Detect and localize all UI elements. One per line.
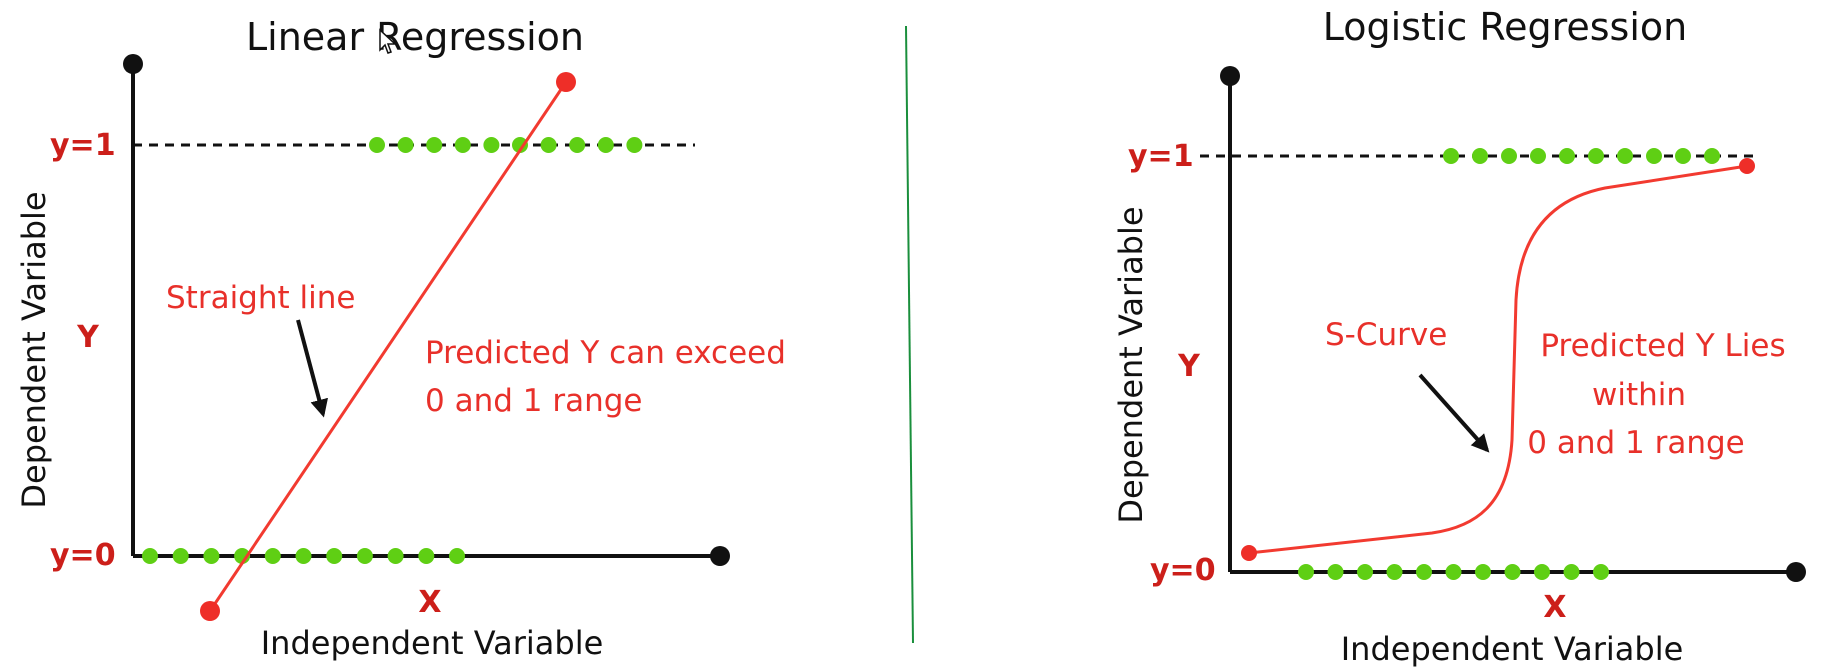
linear-y1-data-points xyxy=(369,137,643,153)
linear-y-axis-title: Dependent Variable xyxy=(15,191,53,508)
logistic-y0-data-point xyxy=(1416,564,1432,580)
logistic-y0-label: y=0 xyxy=(1150,553,1216,588)
linear-y1-data-point xyxy=(569,137,586,153)
linear-y0-data-points xyxy=(142,548,465,564)
logistic-y1-data-point xyxy=(1617,148,1633,164)
linear-line-end-point xyxy=(556,72,576,92)
mouse-cursor-icon xyxy=(379,28,397,54)
linear-regression-panel: Linear Regression y=1 y=0 Y X Dependent … xyxy=(15,15,786,662)
logistic-y0-data-points xyxy=(1298,564,1609,580)
linear-y0-data-point xyxy=(264,548,281,564)
linear-y1-data-point xyxy=(626,137,643,153)
linear-y0-data-point xyxy=(449,548,465,564)
linear-y1-label: y=1 xyxy=(50,128,116,163)
linear-y1-data-point xyxy=(540,137,557,153)
logistic-y1-data-point xyxy=(1559,148,1575,164)
logistic-title: Logistic Regression xyxy=(1323,5,1688,49)
logistic-curve-end-point xyxy=(1739,158,1755,174)
linear-note-line1: Predicted Y can exceed xyxy=(425,335,786,371)
logistic-y1-data-point xyxy=(1472,148,1488,164)
linear-y0-label: y=0 xyxy=(50,538,116,573)
linear-y0-data-point xyxy=(203,548,220,564)
logistic-y1-data-point xyxy=(1530,148,1546,164)
linear-x-label: X xyxy=(418,585,441,620)
linear-y1-data-point xyxy=(397,137,414,153)
logistic-note-line1: Predicted Y Lies xyxy=(1540,328,1785,364)
logistic-y-axis-end xyxy=(1220,66,1240,86)
linear-y0-data-point xyxy=(387,548,404,564)
linear-line-start-point xyxy=(200,601,220,621)
logistic-y0-data-point xyxy=(1534,564,1550,580)
logistic-y1-data-point xyxy=(1588,148,1604,164)
linear-title: Linear Regression xyxy=(246,15,584,59)
linear-x-axis-end xyxy=(710,546,730,566)
logistic-x-axis-end xyxy=(1786,562,1806,582)
logistic-x-label: X xyxy=(1543,590,1566,625)
logistic-x-axis-title: Independent Variable xyxy=(1341,630,1684,668)
linear-x-axis-title: Independent Variable xyxy=(261,624,604,662)
logistic-y-label: Y xyxy=(1177,349,1201,384)
logistic-y1-data-point xyxy=(1646,148,1662,164)
logistic-y0-data-point xyxy=(1445,564,1462,580)
linear-y1-data-point xyxy=(369,137,385,153)
linear-y1-data-point xyxy=(597,137,614,153)
logistic-y0-data-point xyxy=(1563,564,1580,580)
logistic-y1-data-point xyxy=(1443,148,1459,164)
linear-y0-data-point xyxy=(326,548,343,564)
linear-y0-data-point xyxy=(356,548,373,564)
logistic-y0-data-point xyxy=(1593,564,1609,580)
logistic-curve-start-point xyxy=(1241,545,1257,561)
linear-note-line2: 0 and 1 range xyxy=(425,383,642,419)
logistic-arrow xyxy=(1418,373,1490,453)
logistic-y0-data-point xyxy=(1475,564,1491,580)
logistic-curve-label: S-Curve xyxy=(1325,317,1447,353)
linear-y0-data-point xyxy=(295,548,312,564)
logistic-y1-data-point xyxy=(1704,148,1720,164)
logistic-note-line3: 0 and 1 range xyxy=(1527,425,1744,461)
logistic-y1-label: y=1 xyxy=(1128,139,1194,174)
logistic-note-line2: within xyxy=(1592,377,1686,413)
logistic-y-axis-title: Dependent Variable xyxy=(1112,206,1150,523)
linear-y0-data-point xyxy=(418,548,435,564)
linear-y-axis-end xyxy=(123,54,143,74)
logistic-s-curve xyxy=(1248,164,1748,555)
linear-y1-data-point xyxy=(483,137,500,153)
linear-y0-data-point xyxy=(142,548,158,564)
logistic-y1-data-point xyxy=(1501,148,1517,164)
linear-straight-line xyxy=(208,81,568,612)
panel-divider xyxy=(905,25,914,644)
logistic-y0-data-point xyxy=(1327,564,1344,580)
logistic-y0-data-point xyxy=(1357,564,1373,580)
linear-y1-data-point xyxy=(512,137,528,153)
logistic-regression-panel: Logistic Regression y=1 y=0 Y X Dependen… xyxy=(1112,5,1806,668)
linear-line-label: Straight line xyxy=(166,280,355,316)
linear-y-label: Y xyxy=(76,320,100,355)
logistic-y0-data-point xyxy=(1386,564,1403,580)
logistic-y1-data-point xyxy=(1675,148,1691,164)
logistic-y1-data-points xyxy=(1443,148,1720,164)
logistic-y0-data-point xyxy=(1298,564,1314,580)
linear-y1-data-point xyxy=(454,137,471,153)
linear-y0-data-point xyxy=(172,548,189,564)
linear-y1-data-point xyxy=(426,137,443,153)
logistic-y0-data-point xyxy=(1504,564,1521,580)
linear-arrow xyxy=(296,319,328,418)
